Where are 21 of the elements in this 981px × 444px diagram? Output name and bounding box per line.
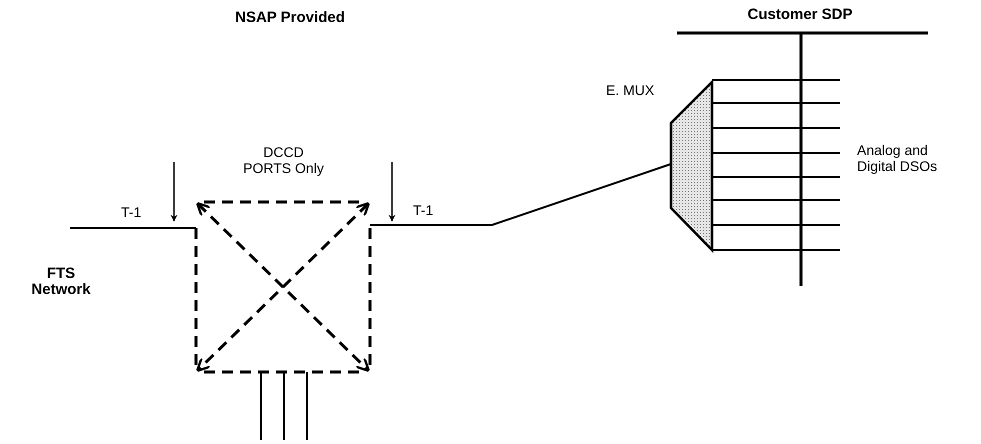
connector-line: [260, 372, 262, 440]
edge-label: T-1: [120, 204, 142, 220]
channel-label: Analog and Digital DSOs: [857, 142, 938, 174]
connector-line: [712, 152, 840, 154]
connector-line: [283, 372, 285, 440]
edge-label: T-1: [412, 202, 434, 218]
connector-line: [712, 176, 840, 178]
connector-line: [712, 79, 840, 81]
network-label: FTS Network: [30, 266, 92, 298]
connector-line: [712, 199, 840, 201]
connector-line: [712, 249, 840, 251]
section-heading: NSAP Provided: [234, 10, 346, 26]
connector-line: [306, 372, 308, 440]
connector-line: [712, 102, 840, 104]
connector-line: [712, 127, 840, 129]
section-heading: Customer SDP: [746, 7, 854, 23]
connector-line: [70, 227, 196, 229]
connector-line: [370, 163, 672, 226]
node-label: DCCD PORTS Only: [242, 144, 325, 176]
node-label: E. MUX: [606, 82, 656, 98]
connector-line: [712, 224, 840, 226]
